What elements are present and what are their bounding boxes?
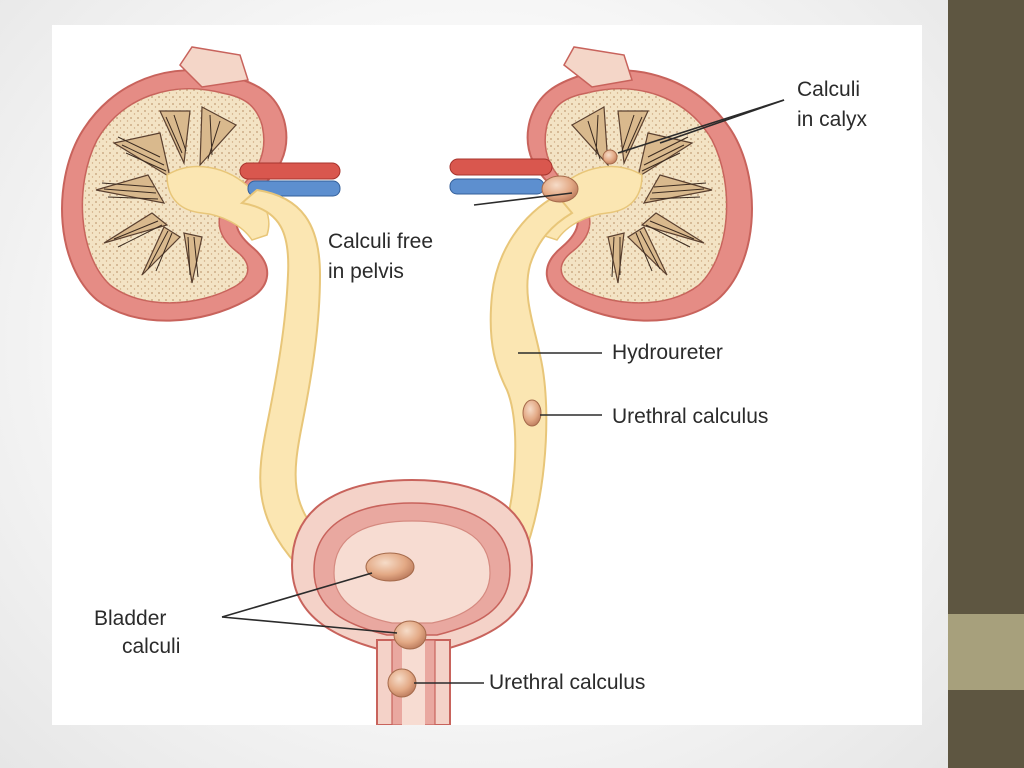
stone-pelvis [541, 175, 579, 203]
stone-ureter [522, 399, 542, 427]
stone-calyx [602, 149, 618, 165]
label-hydroureter: Hydroureter [612, 341, 723, 364]
stone-urethra [387, 668, 417, 698]
right-kidney [526, 46, 753, 322]
urinary-stones-figure: Calculi in calyx Calculi free in pelvis … [52, 25, 922, 725]
right-renal-vessels [449, 158, 553, 195]
label-bladder-calculi-line2: calculi [122, 635, 181, 658]
stones [365, 149, 618, 698]
leader-lines [221, 99, 785, 684]
bladder [290, 478, 534, 725]
urinary-tract-diagram [61, 46, 785, 725]
stone-bladder-neck [393, 620, 427, 650]
left-kidney [61, 46, 288, 322]
label-urethral-calculus: Urethral calculus [489, 671, 646, 694]
label-calculi-pelvis-line1: Calculi free [328, 230, 434, 253]
label-calculi-calyx-line2: in calyx [797, 108, 868, 131]
slide-side-accent [948, 614, 1024, 690]
stone-bladder-upper [365, 552, 415, 582]
label-bladder-calculi-line1: Bladder [94, 607, 167, 630]
left-ureter [239, 188, 326, 567]
label-calculi-calyx-line1: Calculi [797, 78, 861, 101]
label-calculi-pelvis-line2: in pelvis [328, 260, 404, 283]
label-ureter-calculus: Urethral calculus [612, 405, 769, 428]
